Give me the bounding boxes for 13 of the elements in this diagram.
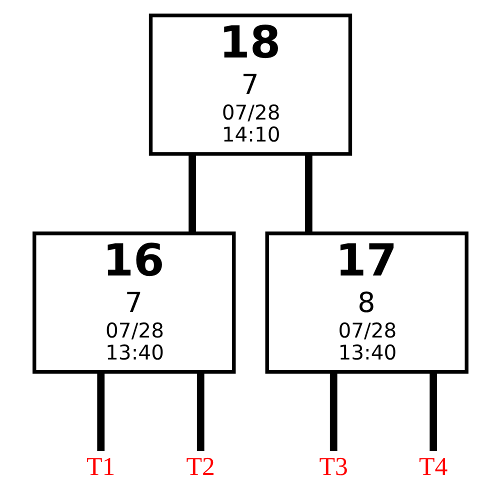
- connector: [304, 154, 312, 233]
- node-box: 18 7 07/28 14:10: [148, 14, 352, 156]
- node-box: 17 8 07/28 13:40: [264, 232, 468, 374]
- node-text: T4: [418, 452, 448, 481]
- node-text: T2: [186, 452, 214, 481]
- connector: [188, 154, 196, 233]
- connector: [196, 372, 204, 451]
- node-box: 16 7 07/28 13:40: [32, 232, 236, 374]
- node-text: T3: [318, 452, 348, 481]
- node-text: T1: [86, 452, 115, 481]
- connector: [96, 372, 104, 451]
- connector: [329, 372, 337, 451]
- connector: [429, 372, 437, 451]
